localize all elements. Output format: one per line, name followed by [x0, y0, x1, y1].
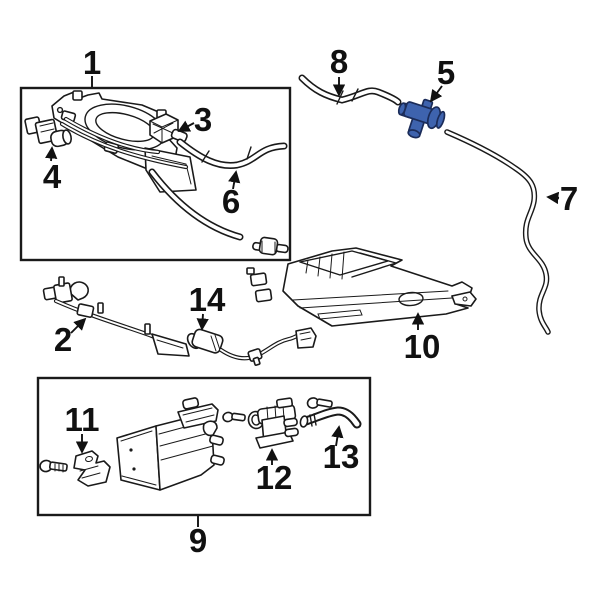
part-8-hose [298, 74, 402, 106]
callout-2: 2 [54, 321, 72, 358]
arrow-14 [196, 313, 209, 331]
callout-13: 13 [323, 438, 360, 475]
part-5-valve-highlighted[interactable] [392, 93, 448, 145]
part-9-canister [116, 397, 246, 491]
callout-10: 10 [404, 328, 441, 365]
check-valve [252, 236, 289, 256]
part-10-cover-panel [246, 247, 477, 327]
arrow-5 [429, 85, 443, 103]
callout-8: 8 [330, 43, 348, 80]
callout-5: 5 [437, 54, 455, 91]
part-1-lower-hose [148, 168, 289, 256]
part-7-hose [444, 129, 551, 335]
callout-6: 6 [222, 183, 240, 220]
arrow-2 [70, 317, 87, 334]
arrow-13 [331, 425, 344, 447]
callouts: 1 2 3 4 5 6 7 8 9 10 11 12 13 14 [43, 43, 578, 559]
part-6-hose [176, 138, 288, 170]
arrow-7 [546, 191, 560, 205]
part-1-bracket-assembly [51, 90, 197, 193]
callout-7: 7 [560, 180, 578, 217]
callout-11: 11 [65, 401, 100, 438]
part-2-bracket [42, 276, 190, 357]
callout-12: 12 [256, 459, 293, 496]
callout-3: 3 [194, 101, 212, 138]
callout-9: 9 [189, 522, 207, 559]
part-group-box-9 [36, 376, 372, 517]
part-11-bracket [39, 450, 111, 487]
callout-1: 1 [83, 44, 101, 81]
part-group-box-1 [19, 86, 292, 262]
arrow-3 [177, 120, 195, 132]
part-12-valve [247, 397, 299, 449]
part-13-hose [299, 397, 362, 429]
arrow-4 [45, 146, 58, 162]
part-14-sensor [186, 327, 317, 366]
callout-14: 14 [189, 281, 226, 318]
part-4-sensor [24, 116, 72, 148]
arrow-6 [228, 170, 241, 190]
callout-4: 4 [43, 158, 62, 195]
